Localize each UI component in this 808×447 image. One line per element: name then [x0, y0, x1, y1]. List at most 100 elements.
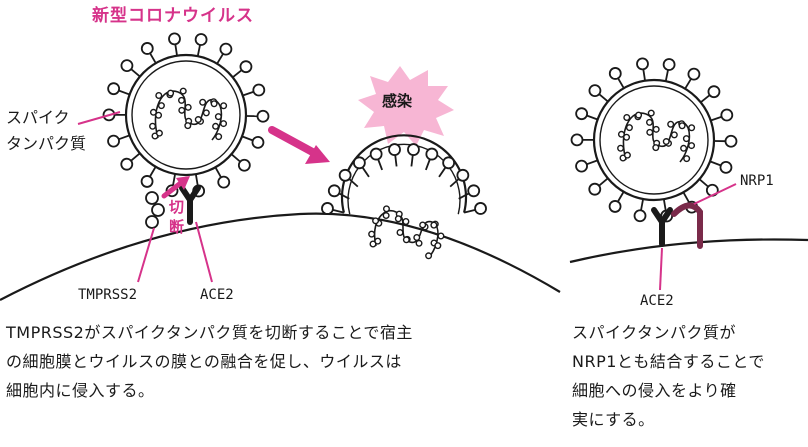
rna-bead [623, 113, 631, 121]
virus-envelope [340, 134, 468, 213]
virus-inner-membrane [131, 60, 241, 170]
spike-stalk [410, 154, 414, 167]
caption-left: TMPRSS2がスパイクタンパク質を切断することで宿主 の細胞膜とウイルスの膜と… [6, 318, 486, 405]
spike-stalk [118, 89, 130, 96]
spike-protein [120, 59, 134, 73]
rna-bead [682, 135, 690, 143]
ace2-label-right: ACE2 [640, 293, 674, 309]
spike-stalk [242, 90, 255, 97]
spike-protein [107, 134, 120, 148]
nrp1-label: NRP1 [740, 173, 774, 189]
spike-protein [327, 184, 341, 198]
virus-title: 新型コロナウイルス [92, 6, 254, 26]
spike-protein [256, 109, 270, 123]
rna-bead [155, 111, 163, 119]
spike-stalk [617, 77, 625, 89]
spike-protein [352, 156, 366, 170]
spike-protein-label-line2: タンパク質 [6, 134, 87, 153]
rna-bead [382, 205, 390, 213]
spike-stalk [232, 69, 243, 79]
spike-protein [474, 202, 487, 215]
spike-stalk [598, 177, 609, 187]
spike-protein [719, 160, 733, 174]
spike-protein [140, 42, 154, 55]
rna-bead [194, 116, 202, 124]
rna-bead [179, 87, 187, 95]
cut-label-line2: 断 [169, 218, 185, 236]
spike-protein [388, 143, 401, 156]
rna-bead [215, 133, 223, 141]
rna-bead [184, 103, 192, 111]
ace2-receptor-right [651, 207, 673, 247]
virus-right [570, 57, 738, 223]
ace2-right-pointer-line [659, 247, 663, 291]
spike-stalk [394, 154, 398, 167]
spike-protein [219, 42, 233, 56]
rna-bead [155, 129, 163, 137]
host-cell-membrane-left [0, 212, 561, 301]
spike-protein [369, 147, 383, 161]
spike-stalk [361, 166, 370, 178]
viral-rna [622, 112, 691, 163]
rna-bead [157, 102, 165, 110]
spike-stalk [377, 158, 383, 171]
virus-left [102, 32, 270, 198]
rna-bead [394, 215, 402, 223]
spike-stalk [130, 68, 141, 78]
rna-bead [646, 118, 654, 126]
rna-bead [202, 109, 210, 117]
spike-protein [636, 57, 649, 71]
spike-stalk [449, 177, 460, 188]
spike-stalk [230, 153, 242, 163]
caption-left-line: 細胞内に侵入する。 [6, 381, 155, 400]
rna-bead [396, 228, 404, 236]
spike-stalk [698, 178, 710, 188]
caption-left-line: TMPRSS2がスパイクタンパク質を切断することで宿主 [6, 323, 413, 342]
caption-right-line: スパイクタンパク質が [572, 323, 737, 342]
rna-bead [210, 100, 218, 108]
rna-bead [368, 230, 376, 238]
spike-protein [252, 83, 266, 97]
spike-stalk [332, 208, 345, 214]
spike-stalk [709, 160, 722, 167]
infection-burst [358, 66, 454, 146]
rna-bead [149, 122, 157, 130]
spike-stalk [172, 173, 176, 186]
rna-bead [617, 144, 625, 152]
tmprss2-protein [145, 191, 165, 229]
cut-label-line1: 切 [169, 198, 185, 216]
rna-bead [623, 151, 631, 159]
rna-bead [625, 124, 633, 132]
nrp1-protein [671, 202, 703, 249]
rna-bead [402, 236, 410, 244]
cut-arrow-head [176, 176, 190, 190]
rna-bead [419, 221, 427, 229]
spike-protein [237, 158, 251, 172]
rna-bead [688, 124, 696, 132]
rna-bead [374, 237, 382, 245]
rna-bead [220, 120, 228, 128]
spike-protein [467, 184, 481, 198]
rna-bead [635, 111, 643, 119]
rna-bead [178, 96, 186, 104]
spike-stalk [338, 192, 350, 200]
infection-arrow-head [305, 145, 330, 164]
spike-stalk [438, 166, 447, 178]
spike-stalk [710, 115, 723, 122]
rna-bead [683, 155, 691, 163]
spike-stalk [598, 93, 609, 103]
spike-stalk [117, 134, 130, 141]
spike-protein [570, 133, 584, 147]
rna-bead [617, 130, 625, 138]
spike-protein [720, 108, 734, 122]
rna-bead [662, 138, 670, 146]
spike-stalk [586, 114, 598, 121]
spike-stalk [684, 77, 693, 90]
spike-protein [633, 209, 647, 223]
rna-bead [670, 131, 678, 139]
virus-fusing [321, 134, 487, 260]
rna-bead [434, 242, 442, 250]
rna-bead [667, 120, 675, 128]
spike-protein [425, 147, 439, 161]
spike-protein [107, 82, 121, 96]
